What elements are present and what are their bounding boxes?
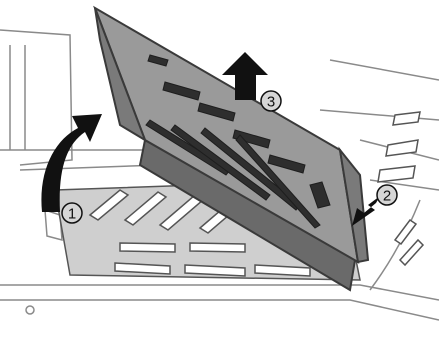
callout-number: 3 <box>267 94 275 111</box>
callout-3: 3 <box>261 91 281 111</box>
tray-slot <box>120 243 175 252</box>
side-slot <box>400 240 423 265</box>
callout-1: 1 <box>62 203 82 223</box>
side-slot <box>395 220 416 244</box>
side-slot <box>393 112 420 125</box>
callout-number: 1 <box>68 206 76 223</box>
frame-bottom-beam <box>0 300 439 320</box>
frame-bolt-hole <box>26 306 34 314</box>
callout-2: 2 <box>377 185 397 205</box>
frame-upper-beam <box>0 150 160 170</box>
frame-lower-beam <box>0 285 439 300</box>
frame-right-upper <box>320 60 439 120</box>
side-slot <box>378 166 415 182</box>
frame-left-post <box>10 45 25 150</box>
tray-slot <box>190 243 245 252</box>
callout-number: 2 <box>383 188 391 205</box>
